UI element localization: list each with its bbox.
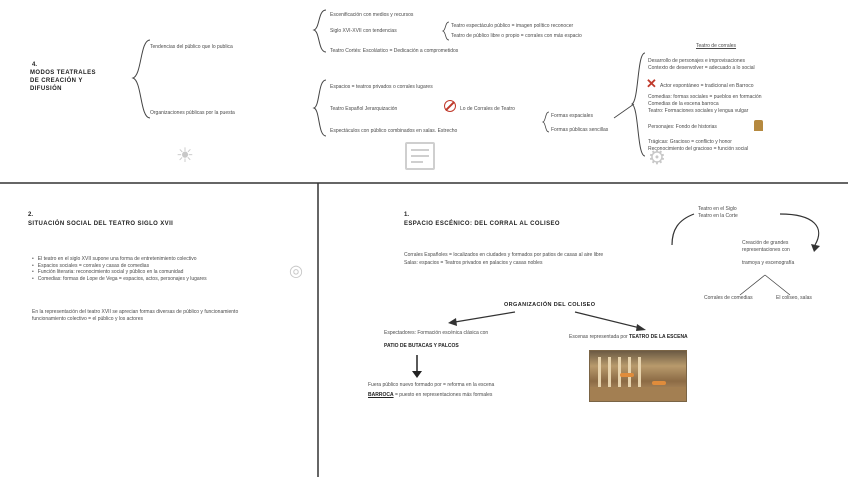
bottom-mid-label: Lo de Corrales de Teatro <box>460 106 515 112</box>
top-item-3: Teatro Cortés: Escolástico = Dedicación … <box>330 48 458 54</box>
left-box-bold: patio de butacas y palcos <box>384 343 459 349</box>
section-2-note-line-2: funcionamiento colectivo = el público y … <box>32 316 143 322</box>
right-item-8: Trágicas: Gracioso = conflicto y honor <box>648 139 732 145</box>
cross-icon: ✕ <box>646 77 657 90</box>
left-result-bold: barroca <box>368 392 394 398</box>
right-item-3: Actor espontáneo = tradicional en Barroc… <box>660 83 754 89</box>
section-2-bullets: El teatro en el siglo XVII supone una fo… <box>32 256 207 282</box>
right-item-5: Comedias de la escena barroca <box>648 101 719 107</box>
list-item: El teatro en el siglo XVII supone una fo… <box>32 256 207 263</box>
projector-icon: ⚙ <box>648 148 666 168</box>
right-item-6: Teatro: Formaciones sociales y lengua vu… <box>648 108 748 114</box>
bottom-item-1: Espacios = teatros privados o corrales l… <box>330 84 433 90</box>
center-title: Organización del coliseo <box>504 302 595 309</box>
diagram-top-line-1: Teatro en el Siglo <box>698 206 737 212</box>
right-item-2: Contexto de desenvolver = adecuado a lo … <box>648 65 755 71</box>
section-4-title-line-3: difusión <box>30 86 62 93</box>
section-1-number: 1. <box>404 212 409 218</box>
section-1-title: Espacio escénico: Del corral al coliseo <box>404 221 560 228</box>
document-icon <box>405 142 435 170</box>
right-label-pre: Escenas representada por <box>569 334 628 340</box>
section-1-intro-line-1: Corrales Españoles = localizados en ciud… <box>404 252 603 258</box>
right-label-bold: Teatro de la escena <box>629 334 688 340</box>
list-item: Función literaria: reconocimiento social… <box>32 269 207 276</box>
bottom-sub-2: Formas públicas sencillas <box>551 127 608 133</box>
section-4-number: 4. <box>32 62 37 68</box>
bottom-item-3: Espectáculos con público combinados en s… <box>330 128 457 134</box>
section-2-title: Situación social del teatro siglo XVII <box>28 221 173 228</box>
right-title: Teatro de corrales <box>696 43 736 49</box>
left-result-line-1: Fuera público nuevo formado por = reform… <box>368 382 494 388</box>
right-item-7: Personajes: Fondo de historias <box>648 124 717 130</box>
section-4-title-line-1: Modos teatrales <box>30 70 96 77</box>
top-sub-1: Teatro espectáculo público = imagen polí… <box>451 23 573 29</box>
diagram-low-1: Corrales de comedias <box>704 295 753 301</box>
diagram-mid-line-3: tramoya y escenografía <box>742 260 794 266</box>
diagram-mid-line-2: representaciones con <box>742 247 790 253</box>
right-item-1: Desarrollo de personajes e improvisacion… <box>648 58 745 64</box>
swirl-icon: ◎ <box>289 262 303 282</box>
section-1-intro-line-2: Salas: espacios = Teatros privados en pa… <box>404 260 542 266</box>
section-2-note-line-1: En la representación del teatro XVII se … <box>32 309 238 315</box>
bottom-item-2: Teatro Español Jerarquización <box>330 106 397 112</box>
lightbulb-icon: ☀ <box>176 146 194 166</box>
section-2-number: 2. <box>28 212 33 218</box>
diagram-low-2: El coliseo, salas <box>776 295 812 301</box>
diagram-mid-line-1: Creación de grandes <box>742 240 788 246</box>
left-box-line-1: Espectadores: Formación escénica clásica… <box>384 330 488 336</box>
list-item: Comedias: formas de Lope de Vega = espac… <box>32 276 207 283</box>
branch-top-label: Tendencias del público que lo publica <box>150 44 233 50</box>
left-result-line-2: barroca = puesto en representaciones más… <box>368 392 492 398</box>
top-item-2: Siglo XVI-XVII con tendencias <box>330 28 397 34</box>
diagram-top-line-2: Teatro en la Corte <box>698 213 738 219</box>
figure-icon <box>754 120 763 131</box>
right-item-4: Comedias: formas sociales = pueblos en f… <box>648 94 762 100</box>
branch-bottom-label: Organizaciones públicas por la puesta <box>150 110 235 116</box>
section-4-title-line-2: de creación y <box>30 78 83 85</box>
right-label: Escenas representada por Teatro de la es… <box>569 334 688 340</box>
prohibited-icon <box>444 100 456 112</box>
top-sub-2: Teatro de público libre o propio = corra… <box>451 33 582 39</box>
top-item-1: Escenificación con medios y recursos <box>330 12 413 18</box>
left-result-rest: = puesto en representaciones más formale… <box>395 392 492 398</box>
bottom-sub-1: Formas espaciales <box>551 113 593 119</box>
theatre-photo <box>589 350 687 402</box>
